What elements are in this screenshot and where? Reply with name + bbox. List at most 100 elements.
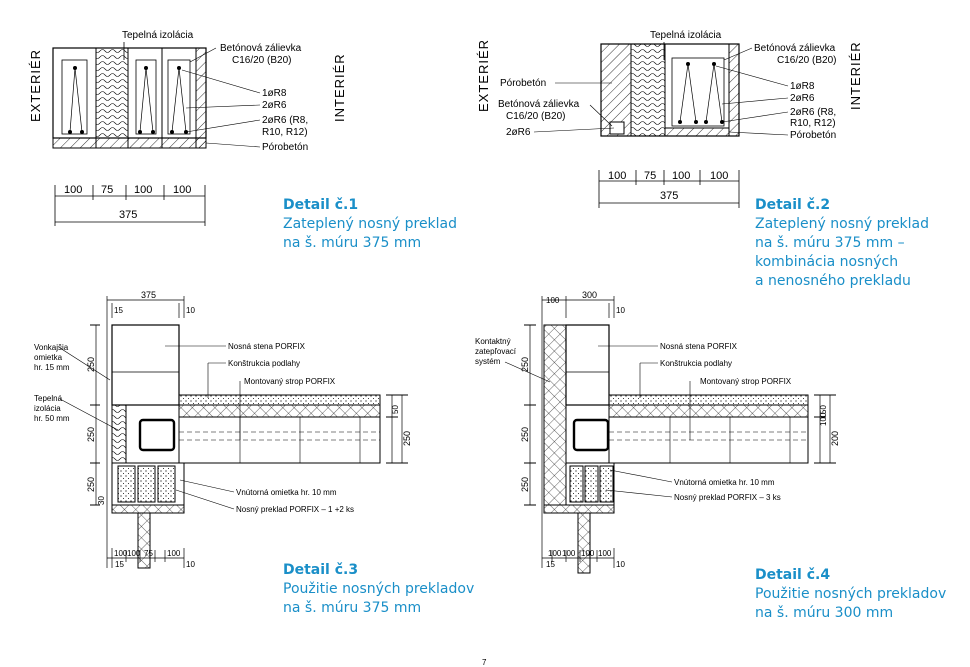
d4-left-label: systém xyxy=(475,357,501,366)
d1-callout: 2øR6 xyxy=(262,100,287,111)
d4-right-label: Montovaný strop PORFIX xyxy=(700,377,792,386)
detail2-caption-line: kombinácia nosných xyxy=(755,254,899,270)
d3-left-label: Tepelná xyxy=(34,394,63,403)
detail2-caption-line: Zateplený nosný preklad xyxy=(755,216,930,232)
d3-bottom-dim: 10 xyxy=(186,560,195,569)
d1-callout: C16/20 (B20) xyxy=(232,55,291,66)
d4-top-dim: 300 xyxy=(582,290,597,300)
d4-bottom-dim: 100 xyxy=(548,549,562,558)
detail1-caption-line: na š. múru 375 mm xyxy=(283,235,422,251)
d2-exterior: EXTERIÉR xyxy=(476,39,491,112)
detail4-caption: Detail č.4 Použitie nosných prekladov na… xyxy=(755,566,946,623)
detail1-caption-line: Zateplený nosný preklad xyxy=(283,216,458,232)
page-number: 7 xyxy=(482,658,487,667)
d3-right-label: Montovaný strop PORFIX xyxy=(244,377,336,386)
d1-label-top: Tepelná izolácia xyxy=(122,30,194,41)
d2-dim: 100 xyxy=(672,170,690,182)
d3-vert-dim: 250 xyxy=(86,427,96,442)
d3-right-label: Vnútorná omietka hr. 10 mm xyxy=(236,488,337,497)
d3-right-label: Konštrukcia podlahy xyxy=(228,359,300,368)
detail2-drawing: Tepelná izolácia EXTERIÉR INTERIÉR Betón… xyxy=(476,30,863,208)
detail4-caption-line: na š. múru 300 mm xyxy=(755,605,894,621)
d4-bottom-dim: 15 xyxy=(546,560,555,569)
detail3-caption-line: Použitie nosných prekladov xyxy=(283,581,475,597)
d1-callout: 2øR6 (R8, xyxy=(262,115,308,126)
d4-right-label: Vnútorná omietka hr. 10 mm xyxy=(674,478,775,487)
d4-left-label: Kontaktný xyxy=(475,337,511,346)
d3-top-dim: 15 xyxy=(114,306,123,315)
d1-interior: INTERIÉR xyxy=(332,53,347,122)
d2-callout-left: C16/20 (B20) xyxy=(506,111,565,122)
d1-callout: R10, R12) xyxy=(262,127,308,138)
detail3-caption-title: Detail č.3 xyxy=(283,562,359,578)
d3-top-dim: 375 xyxy=(141,290,156,300)
d1-callout: Betónová zálievka xyxy=(220,43,302,54)
d4-right-label: Nosná stena PORFIX xyxy=(660,342,738,351)
detail1-caption-title: Detail č.1 xyxy=(283,197,359,213)
d3-bottom-dim: 100 xyxy=(167,549,181,558)
d2-callout: R10, R12) xyxy=(790,118,836,129)
detail1-caption: Detail č.1 Zateplený nosný preklad na š.… xyxy=(283,196,457,253)
d2-dim: 100 xyxy=(608,170,626,182)
d2-callout: Betónová zálievka xyxy=(754,43,836,54)
detail3-caption: Detail č.3 Použitie nosných prekladov na… xyxy=(283,561,474,618)
d3-vert-dim: 30 xyxy=(97,496,106,505)
d3-vert-dim: 250 xyxy=(86,357,96,372)
d3-bottom-dim: 75 xyxy=(144,549,153,558)
d3-left-label: hr. 50 mm xyxy=(34,414,70,423)
d1-dim: 75 xyxy=(101,184,113,196)
detail3-drawing: 375 15 10 250 250 250 30 Vonkajšia omiet… xyxy=(34,290,412,569)
detail2-caption-line: na š. múru 375 mm – xyxy=(755,235,905,251)
d2-total: 375 xyxy=(660,190,678,202)
detail2-caption-title: Detail č.2 xyxy=(755,197,831,213)
d4-left-label: zatepľovací xyxy=(475,347,517,356)
d3-right-dim: 50 xyxy=(391,405,400,414)
d3-left-label: hr. 15 mm xyxy=(34,363,70,372)
d4-vert-dim: 250 xyxy=(520,477,530,492)
d2-callout: 2øR6 xyxy=(790,93,815,104)
detail1-drawing: Tepelná izolácia EXTERIÉR INTERIÉR Betón… xyxy=(28,30,347,226)
d4-vert-dim: 250 xyxy=(520,357,530,372)
d2-dim: 100 xyxy=(710,170,728,182)
d1-callout: 1øR8 xyxy=(262,88,287,99)
detail4-drawing: 100 300 10 250 250 250 Kontaktný zatepľo… xyxy=(475,290,840,574)
detail3-caption-line: na š. múru 375 mm xyxy=(283,600,422,616)
d4-top-dim: 10 xyxy=(616,306,625,315)
d3-left-label: omietka xyxy=(34,353,63,362)
d4-right-label: Nosný preklad PORFIX – 3 ks xyxy=(674,493,781,502)
d4-top-dim: 100 xyxy=(546,296,560,305)
d3-right-dim: 250 xyxy=(402,431,412,446)
d3-top-dim: 10 xyxy=(186,306,195,315)
d2-interior: INTERIÉR xyxy=(848,41,863,110)
d2-callout: 2øR6 (R8, xyxy=(790,107,836,118)
d2-callout-left: 2øR6 xyxy=(506,127,531,138)
detail2-caption-line: a nenosného prekladu xyxy=(755,273,911,289)
d4-bottom-dim: 10 xyxy=(616,560,625,569)
d4-vert-dim: 250 xyxy=(520,427,530,442)
d2-callout: 1øR8 xyxy=(790,81,815,92)
d2-callout: C16/20 (B20) xyxy=(777,55,836,66)
d1-dim: 100 xyxy=(64,184,82,196)
d3-bottom-dim: 100 xyxy=(114,549,128,558)
d1-exterior: EXTERIÉR xyxy=(28,49,43,122)
d3-left-label: Vonkajšia xyxy=(34,343,69,352)
d4-right-label: Konštrukcia podlahy xyxy=(660,359,732,368)
d4-right-dim: 100 xyxy=(819,412,828,426)
d4-right-dim: 200 xyxy=(830,431,840,446)
detail4-caption-title: Detail č.4 xyxy=(755,567,831,583)
d3-bottom-dim: 100 xyxy=(127,549,141,558)
d4-right-dim: 50 xyxy=(819,405,828,414)
d2-callout: Pórobetón xyxy=(790,130,836,141)
d4-bottom-dim: 100 xyxy=(562,549,576,558)
d2-dim: 75 xyxy=(644,170,656,182)
d4-bottom-dim: 100 xyxy=(598,549,612,558)
d2-label-top: Tepelná izolácia xyxy=(650,30,722,41)
d3-right-label: Nosná stena PORFIX xyxy=(228,342,306,351)
d1-total: 375 xyxy=(119,209,137,221)
detail4-caption-line: Použitie nosných prekladov xyxy=(755,586,947,602)
d1-dim: 100 xyxy=(173,184,191,196)
d2-callout-left: Pórobetón xyxy=(500,78,546,89)
d1-dim: 100 xyxy=(134,184,152,196)
